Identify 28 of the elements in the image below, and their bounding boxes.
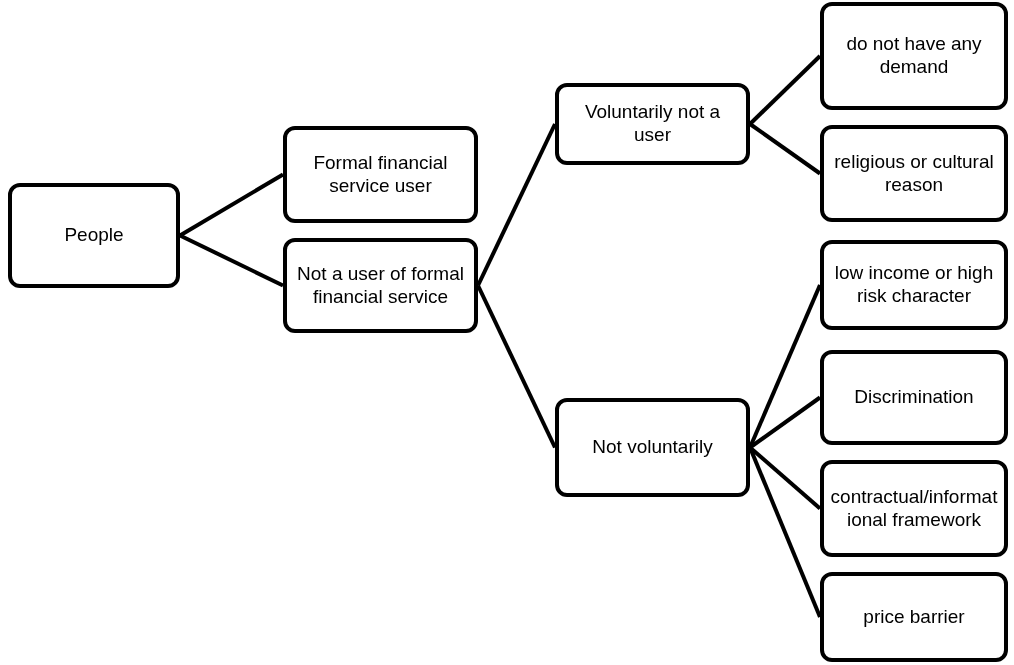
box-label: price barrier	[863, 605, 965, 629]
connector-line	[748, 122, 822, 176]
box-label: contractual/informational framework	[830, 485, 998, 532]
connector-line	[748, 54, 822, 126]
connector-line	[476, 123, 557, 287]
rounded-box	[820, 240, 1008, 330]
rounded-box	[820, 572, 1008, 662]
rounded-box	[820, 460, 1008, 557]
box-label: Voluntarily not a user	[583, 101, 722, 147]
box-label: People	[64, 224, 124, 247]
rounded-box	[820, 350, 1008, 445]
box-label: low income or high risk character	[833, 262, 995, 308]
rounded-box	[555, 398, 750, 497]
rounded-box	[820, 2, 1008, 110]
connector-line	[179, 172, 285, 238]
rounded-box	[555, 83, 750, 165]
connector-line	[179, 233, 284, 288]
box-label: do not have any demand	[845, 33, 983, 79]
box-label: Not a user of formal financial service	[296, 262, 465, 309]
box-label: Formal financial service user	[312, 151, 449, 198]
box-label: religious or cultural reason	[833, 150, 995, 197]
rounded-box	[283, 126, 478, 223]
connector-line	[476, 284, 557, 449]
rounded-box	[8, 183, 180, 288]
rounded-box	[820, 125, 1008, 222]
rounded-box	[283, 238, 478, 333]
box-label: Discrimination	[854, 386, 974, 409]
box-label: Not voluntarily	[592, 436, 713, 459]
